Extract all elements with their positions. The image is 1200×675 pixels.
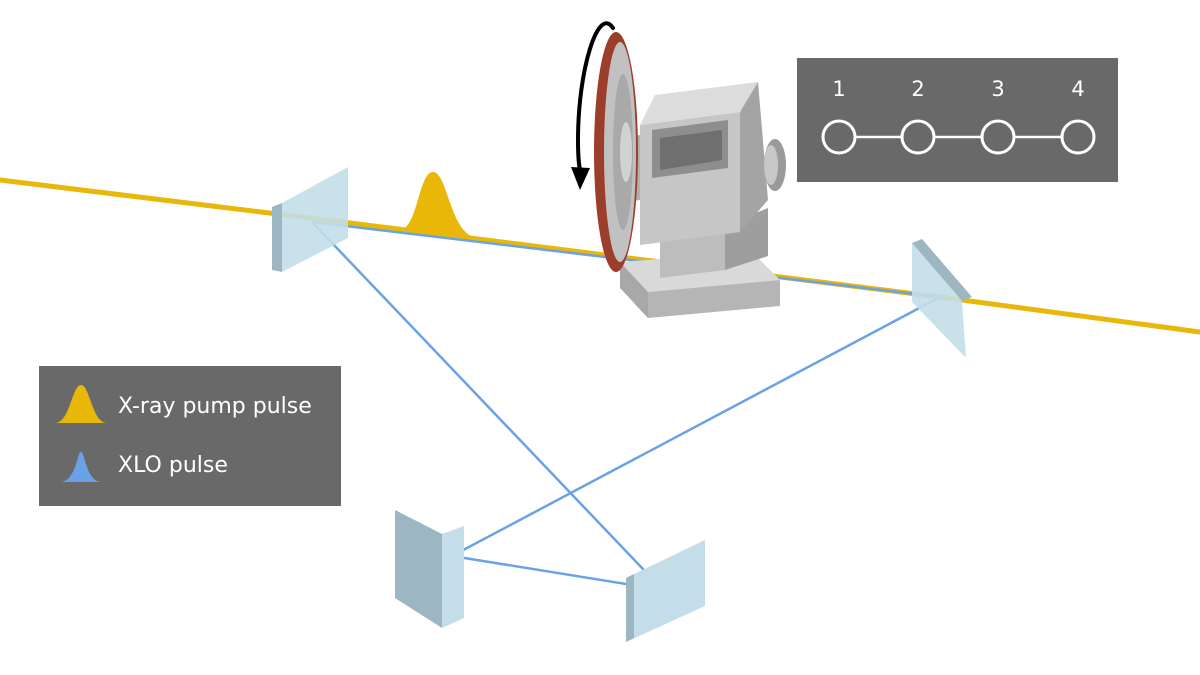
- step-node-3: [980, 119, 1016, 155]
- rotation-arrow-icon: [571, 21, 615, 190]
- step-label-3: 3: [991, 77, 1004, 101]
- chopper-assembly: [594, 32, 786, 318]
- step-node-2: [900, 119, 936, 155]
- step-label-2: 2: [911, 77, 924, 101]
- pump-pulse-icon: [55, 385, 107, 423]
- legend-xlo-label: XLO pulse: [118, 453, 228, 478]
- step-label-4: 4: [1071, 77, 1084, 101]
- step-node-4: [1060, 119, 1096, 155]
- step-node-1: [821, 119, 857, 155]
- mirror-bottom-right: [626, 540, 705, 642]
- xlo-pulse-icon: [60, 452, 102, 482]
- step-label-1: 1: [832, 77, 845, 101]
- legend-pump-label: X-ray pump pulse: [118, 394, 312, 419]
- legend-panel: X-ray pump pulse XLO pulse: [39, 366, 341, 506]
- steps-panel: 1 2 3 4: [797, 58, 1118, 182]
- mirror-right: [912, 239, 972, 358]
- pump-pulse-shape: [398, 172, 478, 238]
- mirror-bottom-left: [395, 510, 464, 628]
- mirror-upper-left: [272, 167, 348, 272]
